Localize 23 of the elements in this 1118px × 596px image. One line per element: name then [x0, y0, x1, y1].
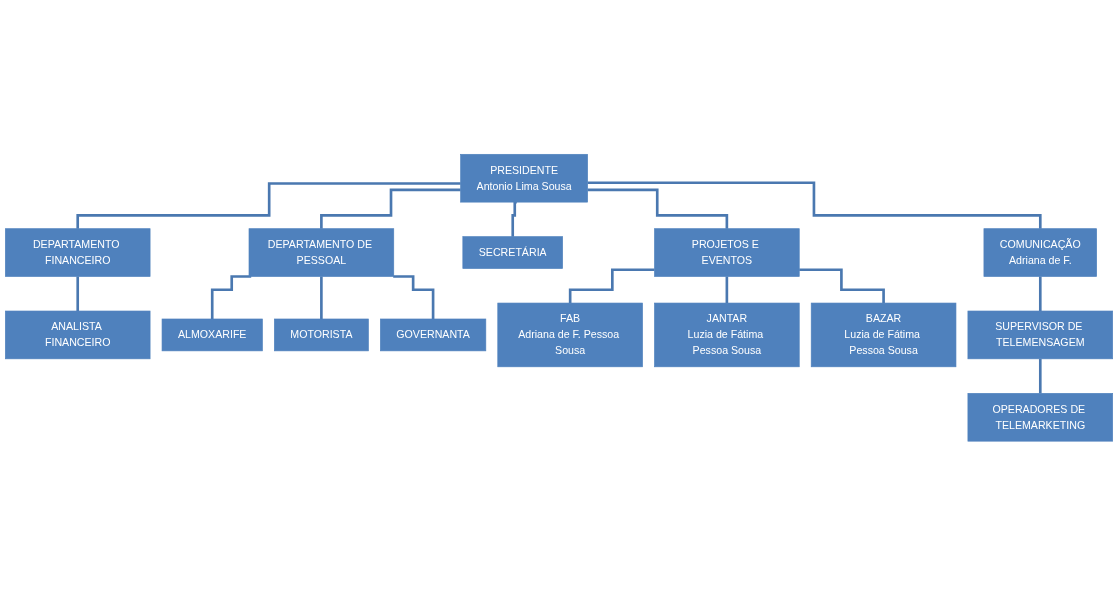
- node-box: ALMOXARIFE: [161, 318, 263, 352]
- node-box: FAB Adriana de F. Pessoa Sousa: [497, 302, 643, 368]
- connector: [210, 275, 252, 321]
- connector: [1038, 275, 1042, 313]
- node-box: COMUNICAÇÃO Adriana de F.: [983, 228, 1097, 278]
- node-box: GOVERNANTA: [380, 318, 487, 352]
- connector: [76, 275, 80, 313]
- connector: [799, 268, 885, 305]
- node-box: MOTORISTA: [274, 318, 369, 352]
- node-box: ANALISTA FINANCEIRO: [5, 310, 151, 360]
- node-box: DEPARTAMENTO FINANCEIRO: [5, 228, 151, 278]
- node-box: BAZAR Luzia de Fátima Pessoa Sousa: [810, 302, 957, 368]
- connector: [568, 268, 655, 305]
- node-box: SUPERVISOR DE TELEMENSAGEM: [967, 310, 1113, 360]
- node-box: PROJETOS E EVENTOS: [654, 228, 800, 278]
- node-box: SECRETÁRIA: [462, 236, 563, 270]
- connector: [725, 275, 729, 305]
- node-box: DEPARTAMENTO DE PESSOAL: [248, 228, 395, 278]
- node-box: JANTAR Luzia de Fátima Pessoa Sousa: [654, 302, 800, 368]
- node-box: OPERADORES DE TELEMARKETING: [967, 393, 1113, 442]
- connector: [393, 275, 435, 321]
- connector: [320, 275, 323, 321]
- node-box: PRESIDENTE Antonio Lima Sousa: [460, 154, 588, 203]
